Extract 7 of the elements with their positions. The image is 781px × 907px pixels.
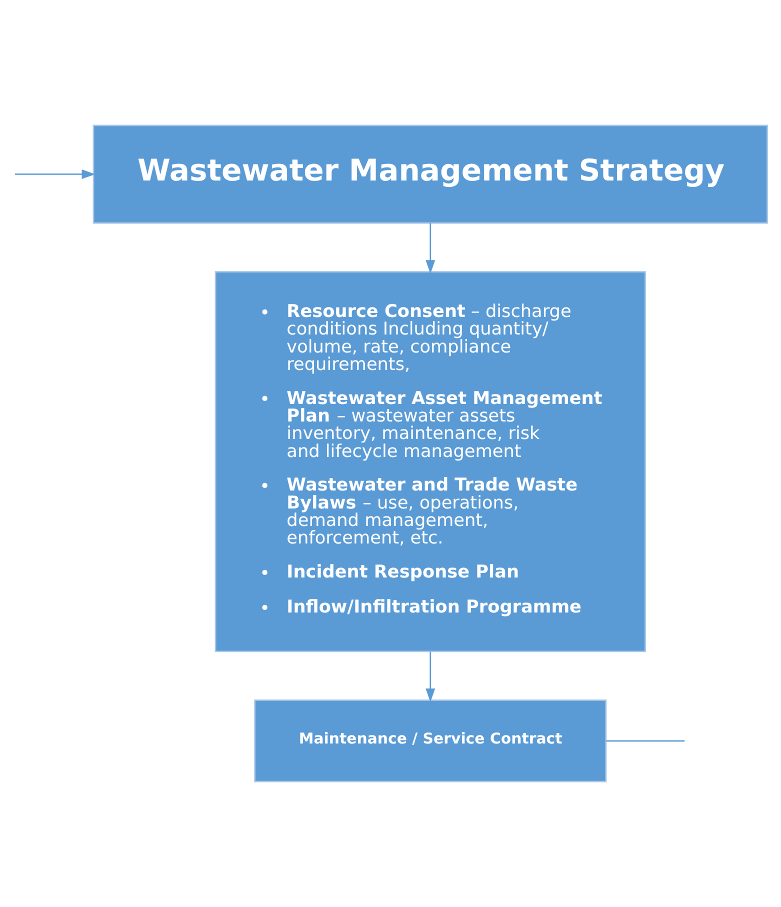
arrow [15,169,96,179]
arrow [426,652,436,702]
node-box: Maintenance / Service Contract [254,700,607,782]
arrow [426,223,436,274]
connector [606,740,685,742]
node-box: Wastewater Management Strategy [92,124,768,224]
node-box: • Resource Consent – discharge conditions Including quantity/ volume, rate, compliance requirements, • Wastewater Asset Management Plan – wastewater assets inventory, maintenance, risk and lifecycle management • Wastewater and Trade Waste Bylaws – use, operations, demand management, enforcement, etc. • Incident Response Plan • Inflow/Infiltration Programme [214,271,646,652]
